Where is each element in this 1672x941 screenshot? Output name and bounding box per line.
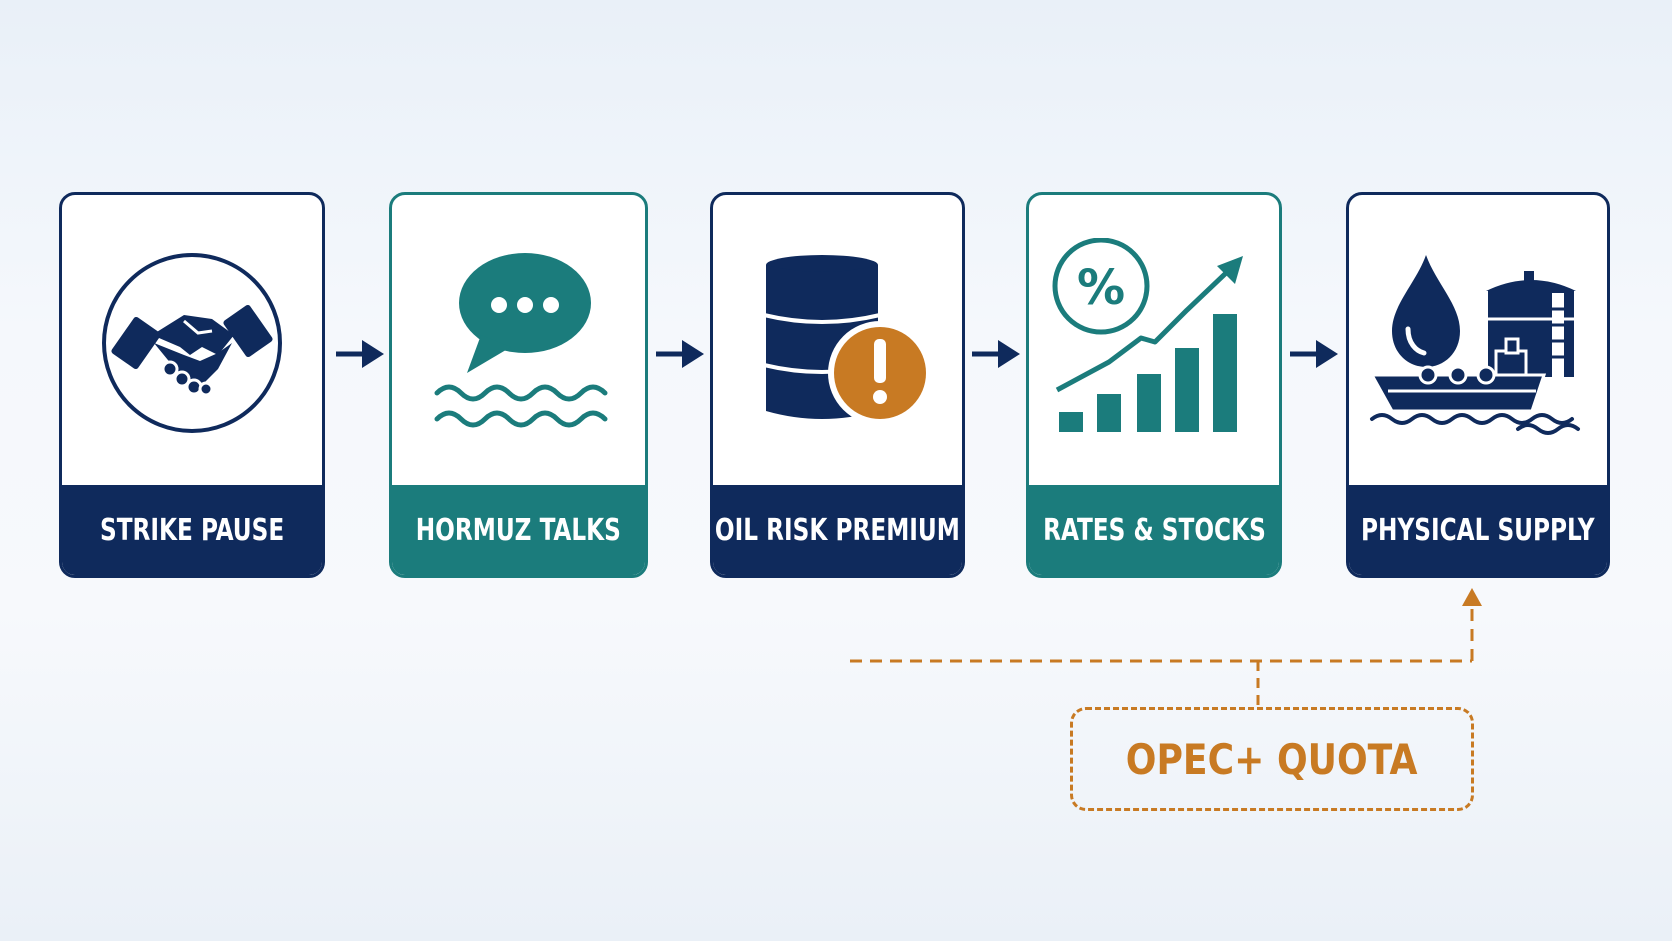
arrow-right-icon [656,340,704,368]
opec-quota-box: OPEC+ QUOTA [1070,707,1474,811]
percent-growth-chart-icon: % [1029,195,1279,490]
arrow-right-icon [336,340,384,368]
step-label: HORMUZ TALKS [392,485,645,575]
step-label: STRIKE PAUSE [62,485,322,575]
arrowhead-up-icon [1462,588,1482,606]
step-label: RATES & STOCKS [1029,485,1279,575]
svg-text:%: % [1077,260,1125,316]
arrow-right-icon [972,340,1020,368]
oil-drop-tanker-icon [1349,195,1607,490]
step-card-hormuz-talks: HORMUZ TALKS [389,192,648,578]
step-label: OIL RISK PREMIUM [713,485,962,575]
step-label: PHYSICAL SUPPLY [1349,485,1607,575]
quota-label: OPEC+ QUOTA [1126,734,1418,784]
step-card-oil-risk-premium: OIL RISK PREMIUM [710,192,965,578]
arrow-right-icon [1290,340,1338,368]
step-card-strike-pause: STRIKE PAUSE [59,192,325,578]
step-card-rates-stocks: % RATES & STOCKS [1026,192,1282,578]
step-card-physical-supply: PHYSICAL SUPPLY [1346,192,1610,578]
handshake-icon [62,195,322,490]
speech-bubble-waves-icon [392,195,645,490]
oil-barrel-warning-icon [713,195,962,490]
